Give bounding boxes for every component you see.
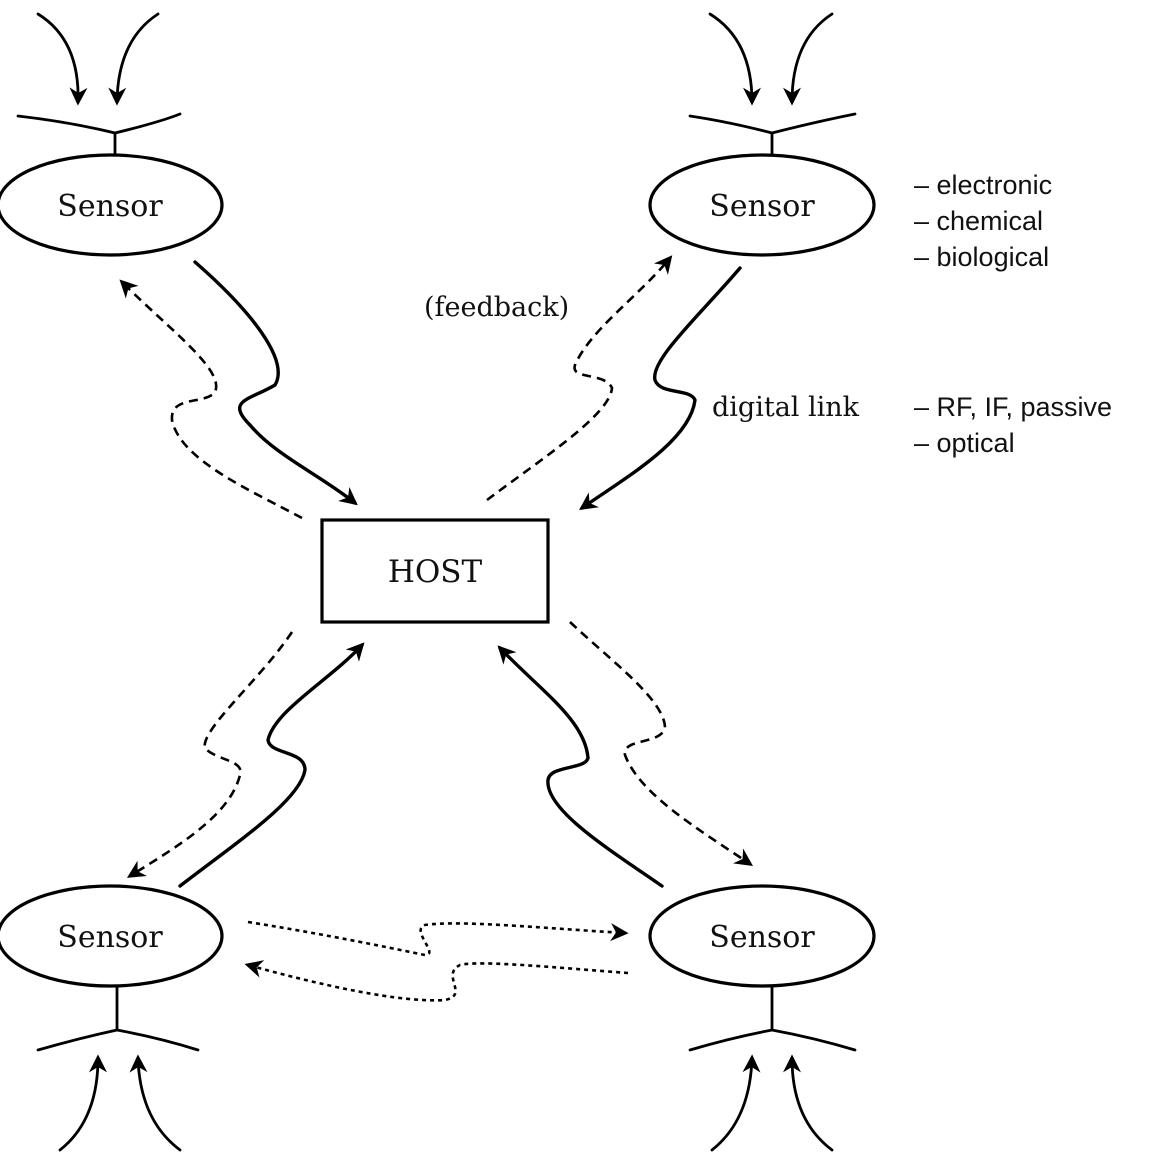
data-link-top-right-to-host: [579, 266, 742, 511]
data-link-bottom-right-to-host: [497, 645, 664, 888]
sensor-ellipse: [0, 153, 224, 257]
sensor-type-item: – electronic: [914, 170, 1052, 200]
link-type-item: – optical: [914, 428, 1015, 458]
feedback-link-host-to-top-right: [486, 255, 673, 502]
sensor-type-item: – chemical: [914, 206, 1043, 236]
sensor-bottom-right: Sensor: [648, 884, 876, 1152]
antenna-top-left: [16, 12, 182, 157]
peer-link-bottom-right-to-bottom-left: [244, 960, 629, 1002]
feedback-annotation: (feedback): [424, 292, 569, 323]
link-type-item: – RF, IF, passive: [914, 392, 1112, 422]
link-types-list: – RF, IF, passive – optical: [914, 392, 1112, 458]
host: HOST: [320, 518, 550, 624]
antenna-top-right: [688, 12, 857, 157]
sensor-bottom-left: Sensor: [0, 884, 224, 1152]
peer-link-bottom-left-to-bottom-right: [247, 920, 629, 957]
sensor-type-item: – biological: [914, 242, 1049, 272]
digital-link-annotation: digital link: [712, 392, 860, 423]
antenna-bottom-left: [36, 984, 200, 1152]
sensor-label: Sensor: [709, 189, 815, 224]
host-box: [320, 518, 550, 624]
sensor-label: Sensor: [57, 920, 163, 955]
sensor-ellipse: [0, 884, 224, 988]
sensor-ellipse: [648, 884, 876, 988]
feedback-link-host-to-bottom-left: [126, 631, 294, 878]
feedback-link-host-to-top-left: [119, 279, 303, 520]
feedback-link-host-to-bottom-right: [569, 621, 753, 867]
sensor-top-left: Sensor: [0, 12, 224, 257]
sensor-ellipse: [648, 153, 876, 257]
antenna-bottom-right: [688, 984, 857, 1152]
sensor-top-right: Sensor: [648, 12, 876, 257]
host-label: HOST: [388, 554, 483, 590]
sensor-label: Sensor: [709, 920, 815, 955]
sensor-types-list: – electronic – chemical – biological: [914, 170, 1052, 272]
data-link-bottom-left-to-host: [178, 642, 365, 888]
sensor-label: Sensor: [57, 189, 163, 224]
data-link-top-left-to-host: [193, 260, 358, 506]
